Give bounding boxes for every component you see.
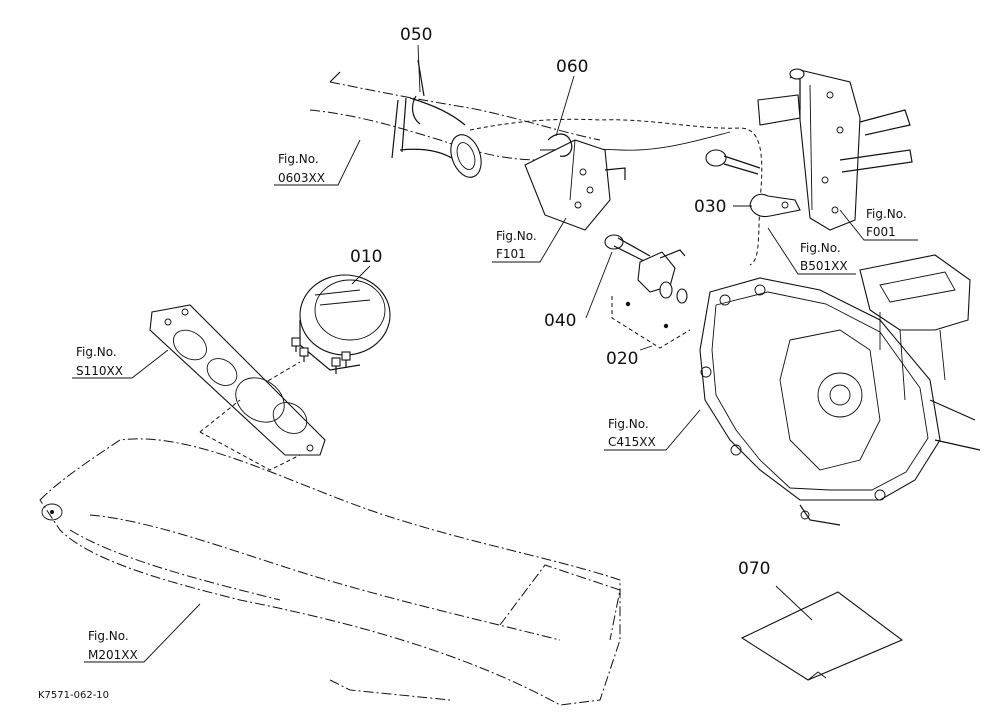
- housing-c415: [699, 254, 981, 526]
- figref-c415-caption: Fig.No.: [608, 417, 649, 431]
- figref-s110-code: S110XX: [76, 364, 123, 378]
- figref-f001-caption: Fig.No.: [866, 207, 907, 221]
- sheet-070: [740, 591, 904, 681]
- part-050-leader: [417, 44, 421, 93]
- part-070-leader: [775, 585, 813, 621]
- meter-axis: [231, 361, 301, 403]
- bolt-040: [604, 234, 651, 263]
- meter-010: [291, 274, 391, 374]
- figref-f101-code: F101: [496, 247, 526, 261]
- panel-axis: [199, 399, 301, 471]
- figref-s110-caption: Fig.No.: [76, 345, 117, 359]
- figref-0603-code: 0603XX: [278, 171, 325, 185]
- part-040-label: 040: [544, 311, 576, 331]
- sensor-020: [625, 249, 688, 329]
- bracket-f001: [757, 68, 913, 231]
- panel-s110: [149, 304, 326, 456]
- hose-assembly: [309, 71, 601, 178]
- part-030-label: 030: [694, 197, 726, 217]
- figref-f001-leader: [839, 209, 918, 241]
- part-010-label: 010: [350, 247, 382, 267]
- part-020-label: 020: [606, 349, 638, 369]
- part-060-label: 060: [556, 57, 588, 77]
- figref-c415-leader: [604, 409, 701, 451]
- clip-060: [547, 133, 573, 157]
- figref-f101-caption: Fig.No.: [496, 229, 537, 243]
- part-050-label: 050: [400, 25, 432, 45]
- sensor-020-group: [611, 296, 691, 349]
- clip-050: [411, 59, 425, 125]
- cover-m201: [39, 438, 621, 706]
- clamp-030: [749, 193, 801, 218]
- figref-b501-caption: Fig.No.: [800, 241, 841, 255]
- figref-b501-code: B501XX: [800, 259, 848, 273]
- part-010-leader: [351, 265, 371, 285]
- part-060-leader: [555, 75, 575, 137]
- figref-s110-leader: [72, 349, 169, 379]
- figref-0603-leader: [274, 139, 361, 186]
- wire-harness: [469, 118, 763, 266]
- figref-f101-leader: [492, 217, 567, 263]
- figref-m201-leader: [84, 603, 201, 663]
- part-020-leader: [639, 345, 653, 351]
- bracket-f101: [524, 139, 626, 231]
- part-070-label: 070: [738, 559, 770, 579]
- part-040-leader: [585, 251, 613, 319]
- bolt-f001: [705, 149, 761, 175]
- figref-m201-caption: Fig.No.: [88, 629, 129, 643]
- drawing-code: K7571-062-10: [38, 690, 109, 701]
- figref-f001-code: F001: [866, 225, 896, 239]
- figref-b501-leader: [767, 227, 856, 275]
- figref-c415-code: C415XX: [608, 435, 656, 449]
- figref-m201-code: M201XX: [88, 648, 138, 662]
- figref-0603-caption: Fig.No.: [278, 152, 319, 166]
